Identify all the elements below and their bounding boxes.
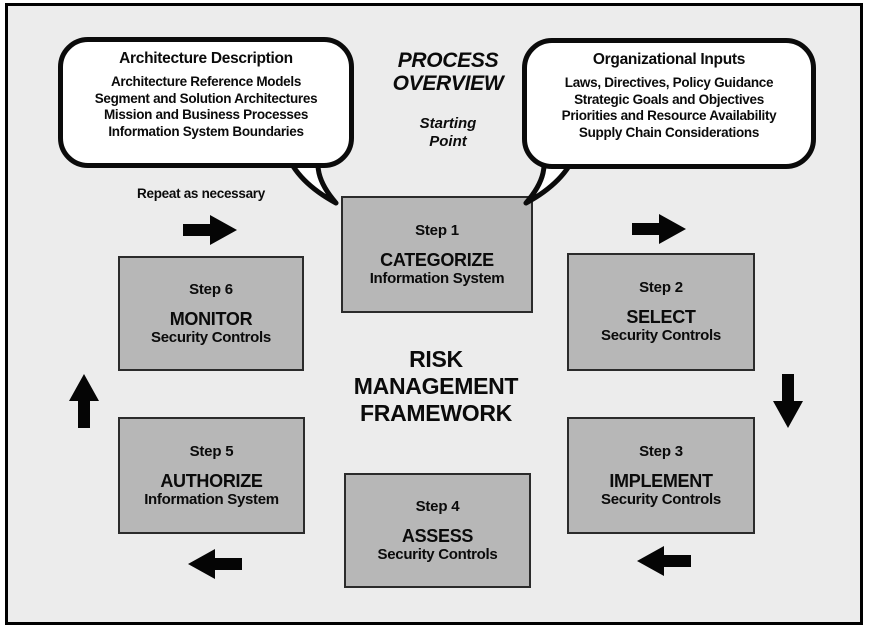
- arrow-step5-to-step6-up-icon: [69, 374, 99, 428]
- repeat-as-necessary-label: Repeat as necessary: [137, 186, 265, 201]
- process-overview-line: PROCESS: [397, 49, 499, 72]
- bubble-line: Mission and Business Processes: [103, 107, 309, 122]
- bubble-title: Architecture Description: [119, 50, 293, 67]
- bubble-line: Priorities and Resource Availability: [561, 108, 777, 123]
- rmf-title-line: MANAGEMENT: [353, 373, 519, 399]
- rmf-title-line: FRAMEWORK: [360, 400, 512, 426]
- step-box-6-monitor: Step 6 MONITOR Security Controls: [118, 256, 304, 371]
- step-object: Information System: [144, 490, 279, 508]
- bubble-organizational-inputs: Organizational Inputs Laws, Directives, …: [522, 38, 816, 169]
- step-action: IMPLEMENT: [609, 470, 713, 491]
- step-object: Security Controls: [377, 545, 498, 563]
- step-number: Step 1: [415, 221, 459, 239]
- bubble-line: Architecture Reference Models: [110, 74, 302, 89]
- bubble-line: Segment and Solution Architectures: [94, 90, 318, 106]
- process-overview-line: OVERVIEW: [392, 72, 504, 95]
- step-number: Step 6: [189, 280, 233, 298]
- process-overview-title: PROCESS OVERVIEW: [348, 49, 548, 95]
- step-object: Information System: [369, 269, 505, 287]
- starting-point-label: Starting Point: [348, 115, 548, 151]
- bubble-line: Supply Chain Considerations: [578, 124, 760, 140]
- starting-point-line: Point: [429, 133, 467, 150]
- rmf-title-line: RISK: [409, 346, 463, 372]
- bubble-line: Laws, Directives, Policy Guidance: [564, 75, 774, 90]
- arrow-step3-to-step4-left-icon: [637, 546, 691, 576]
- rmf-title: RISK MANAGEMENT FRAMEWORK: [336, 346, 536, 427]
- bubble-architecture-description: Architecture Description Architecture Re…: [58, 37, 354, 168]
- step-box-1-categorize: Step 1 CATEGORIZE Information System: [341, 196, 533, 313]
- step-action: SELECT: [626, 307, 696, 327]
- step-action: CATEGORIZE: [380, 249, 494, 270]
- bubble-title: Organizational Inputs: [592, 51, 746, 68]
- starting-point-line: Starting: [419, 115, 477, 132]
- arrow-step6-to-step1-right-icon: [183, 215, 237, 245]
- step-box-5-authorize: Step 5 AUTHORIZE Information System: [118, 417, 305, 534]
- step-number: Step 3: [639, 442, 683, 460]
- step-box-4-assess: Step 4 ASSESS Security Controls: [344, 473, 531, 588]
- step-number: Step 4: [415, 497, 460, 515]
- bubble-line: Information System Boundaries: [108, 123, 304, 139]
- step-action: AUTHORIZE: [160, 470, 263, 491]
- step-object: Security Controls: [601, 327, 721, 344]
- arrow-step1-to-step2-right-icon: [632, 214, 686, 244]
- step-number: Step 2: [639, 279, 683, 296]
- arrow-step4-to-step5-left-icon: [188, 549, 242, 579]
- step-object: Security Controls: [151, 328, 271, 346]
- step-object: Security Controls: [601, 490, 721, 508]
- step-box-2-select: Step 2 SELECT Security Controls: [567, 253, 755, 371]
- step-box-3-implement: Step 3 IMPLEMENT Security Controls: [567, 417, 755, 534]
- arrow-step2-to-step3-down-icon: [773, 374, 803, 428]
- bubble-line: Strategic Goals and Objectives: [574, 91, 764, 107]
- step-action: MONITOR: [169, 308, 253, 329]
- step-action: ASSESS: [401, 525, 474, 546]
- step-number: Step 5: [189, 442, 234, 460]
